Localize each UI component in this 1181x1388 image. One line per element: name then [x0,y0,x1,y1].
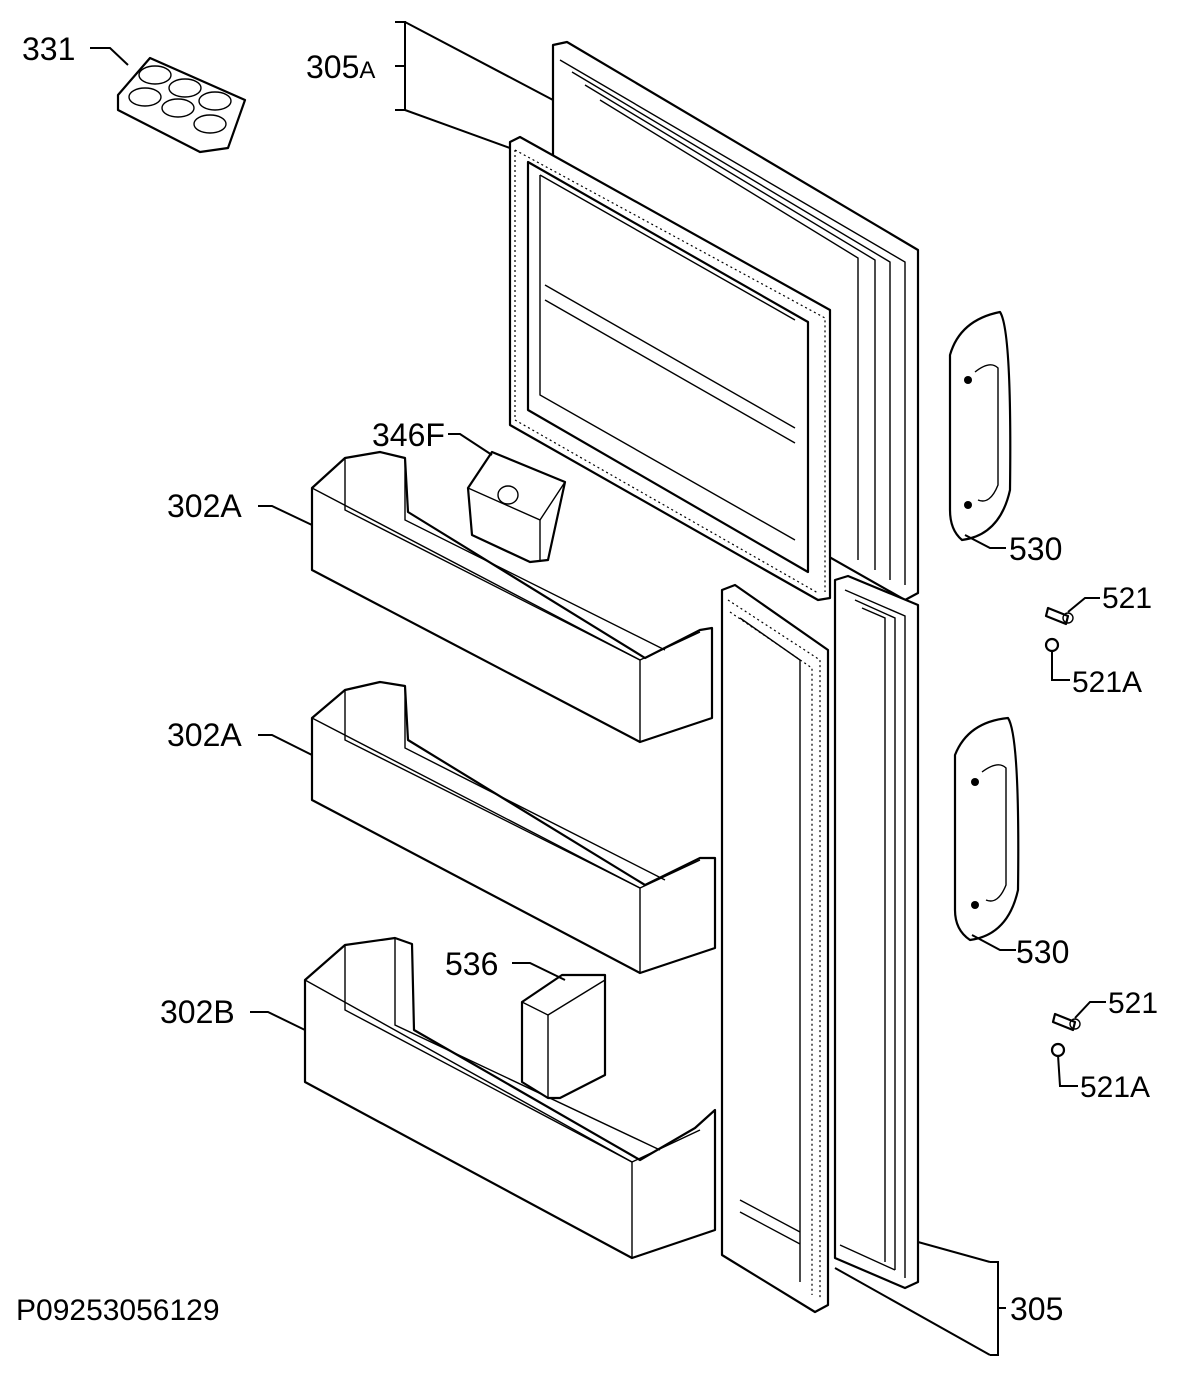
label-331: 331 [22,31,75,67]
fridge-door-outer [833,574,920,1290]
washer-521a-bottom [1050,1042,1066,1058]
label-521-bottom: 521 [1108,987,1158,1020]
fridge-door-gasket [720,583,830,1314]
label-521-top: 521 [1102,582,1152,615]
label-305a: 305A [306,49,375,85]
door-handle-top [948,310,1012,542]
washer-521a-top [1044,637,1060,653]
screw-521-top [1044,606,1074,626]
leader-lines [90,21,1106,1356]
butter-box [466,450,567,564]
door-bin-302a-top [310,450,714,744]
screw-521-bottom [1051,1012,1081,1032]
egg-tray [116,56,247,154]
door-bin-302a-mid [310,680,717,975]
label-346f: 346F [372,417,445,453]
door-bin-302b [303,936,717,1260]
door-handle-bottom [953,716,1020,942]
drawing-code: P09253056129 [16,1294,220,1327]
label-521a-top: 521A [1072,666,1142,699]
label-302a-mid: 302A [167,717,242,753]
label-302a-top: 302A [167,488,242,524]
freezer-door-gasket [508,135,832,602]
label-305: 305 [1010,1291,1063,1327]
label-530-bottom: 530 [1016,934,1069,970]
label-530-top: 530 [1009,531,1062,567]
callout-labels: 331 305A 346F 302A 302A 302B 536 530 530… [16,31,1158,1327]
bin-divider [520,973,607,1100]
label-521a-bottom: 521A [1080,1071,1150,1104]
label-302b: 302B [160,994,235,1030]
label-536: 536 [445,946,498,982]
